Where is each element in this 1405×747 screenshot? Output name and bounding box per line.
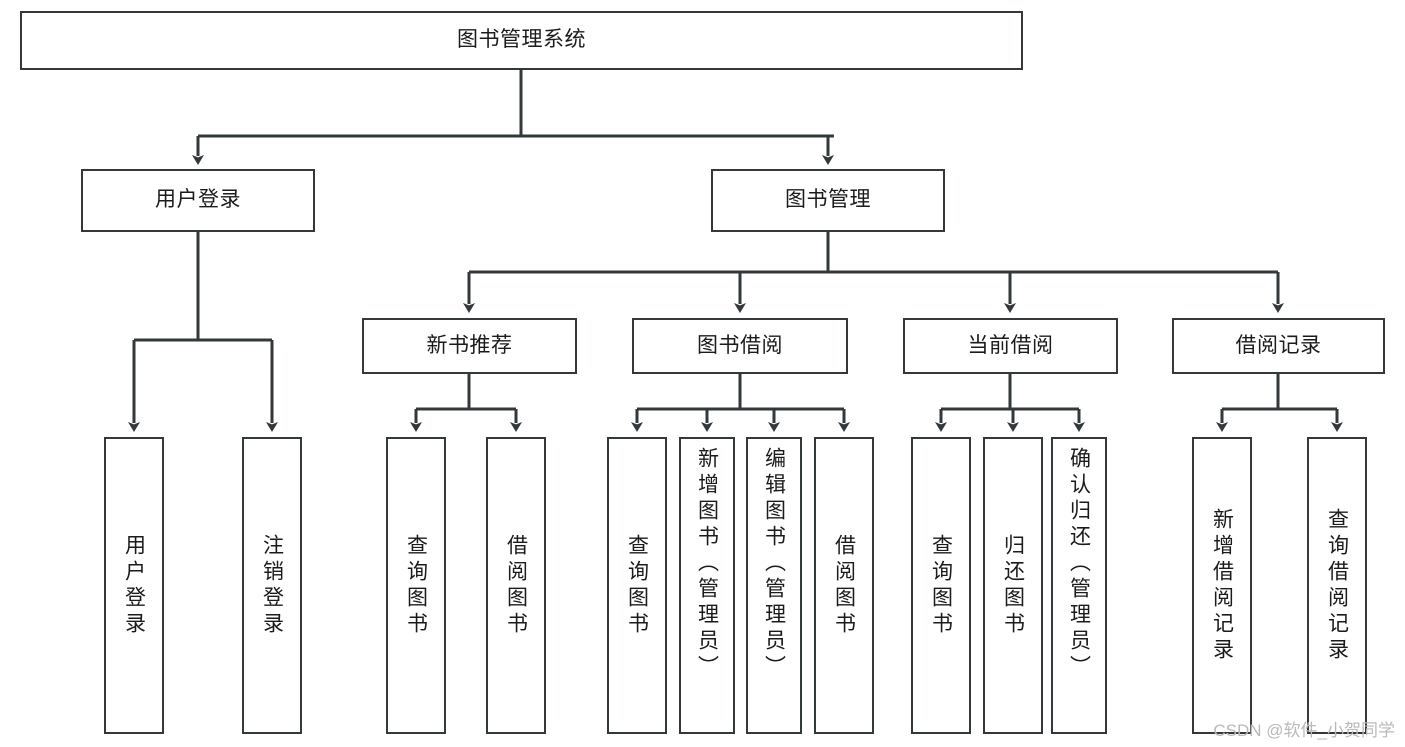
node-leaf-edit-book-label: 编辑图书（管理员） xyxy=(762,447,786,681)
node-leaf-user-login-label: 用户登录 xyxy=(122,533,146,638)
node-new-book-recommend[interactable]: 新书推荐 xyxy=(362,318,577,374)
node-leaf-user-login[interactable]: 用户登录 xyxy=(104,437,164,734)
node-leaf-query-book-borrow[interactable]: 查询图书 xyxy=(607,437,667,734)
node-leaf-query-book-rec-label: 查询图书 xyxy=(404,533,428,638)
node-leaf-return-book-label: 归还图书 xyxy=(1001,533,1025,638)
node-user-login[interactable]: 用户登录 xyxy=(81,169,315,232)
node-leaf-borrow-book[interactable]: 借阅图书 xyxy=(814,437,874,734)
node-new-book-recommend-label: 新书推荐 xyxy=(426,333,513,357)
node-leaf-borrow-book-rec-label: 借阅图书 xyxy=(504,533,528,638)
node-leaf-logout[interactable]: 注销登录 xyxy=(242,437,302,734)
node-leaf-add-record-label: 新增借阅记录 xyxy=(1210,507,1234,664)
node-leaf-add-record[interactable]: 新增借阅记录 xyxy=(1192,437,1252,734)
node-user-login-label: 用户登录 xyxy=(155,188,241,212)
node-leaf-add-book-label: 新增图书（管理员） xyxy=(695,447,719,681)
node-leaf-query-book-rec[interactable]: 查询图书 xyxy=(386,437,446,734)
node-leaf-query-book-borrow-label: 查询图书 xyxy=(625,533,649,638)
node-current-borrow-label: 当前借阅 xyxy=(967,333,1054,357)
node-leaf-return-book[interactable]: 归还图书 xyxy=(983,437,1043,734)
node-book-borrow[interactable]: 图书借阅 xyxy=(632,318,848,374)
node-leaf-confirm-return[interactable]: 确认归还（管理员） xyxy=(1051,437,1107,734)
node-book-borrow-label: 图书借阅 xyxy=(697,333,783,357)
node-leaf-query-book-cur-label: 查询图书 xyxy=(929,533,953,638)
node-leaf-confirm-return-label: 确认归还（管理员） xyxy=(1067,447,1091,681)
node-leaf-query-book-cur[interactable]: 查询图书 xyxy=(911,437,971,734)
node-borrow-record[interactable]: 借阅记录 xyxy=(1172,318,1385,374)
node-leaf-borrow-book-rec[interactable]: 借阅图书 xyxy=(486,437,546,734)
node-leaf-logout-label: 注销登录 xyxy=(260,533,284,638)
node-book-management-label: 图书管理 xyxy=(785,188,871,212)
node-leaf-add-book[interactable]: 新增图书（管理员） xyxy=(679,437,735,734)
node-leaf-borrow-book-label: 借阅图书 xyxy=(832,533,856,638)
node-root-label: 图书管理系统 xyxy=(457,28,586,52)
node-book-management[interactable]: 图书管理 xyxy=(711,169,945,232)
node-leaf-edit-book[interactable]: 编辑图书（管理员） xyxy=(746,437,802,734)
node-leaf-query-record[interactable]: 查询借阅记录 xyxy=(1307,437,1367,734)
csdn-watermark: CSDN @软件_小贺同学 xyxy=(1213,721,1395,740)
node-root[interactable]: 图书管理系统 xyxy=(20,11,1023,70)
node-borrow-record-label: 借阅记录 xyxy=(1235,333,1322,357)
node-leaf-query-record-label: 查询借阅记录 xyxy=(1325,507,1349,664)
node-current-borrow[interactable]: 当前借阅 xyxy=(903,318,1118,374)
